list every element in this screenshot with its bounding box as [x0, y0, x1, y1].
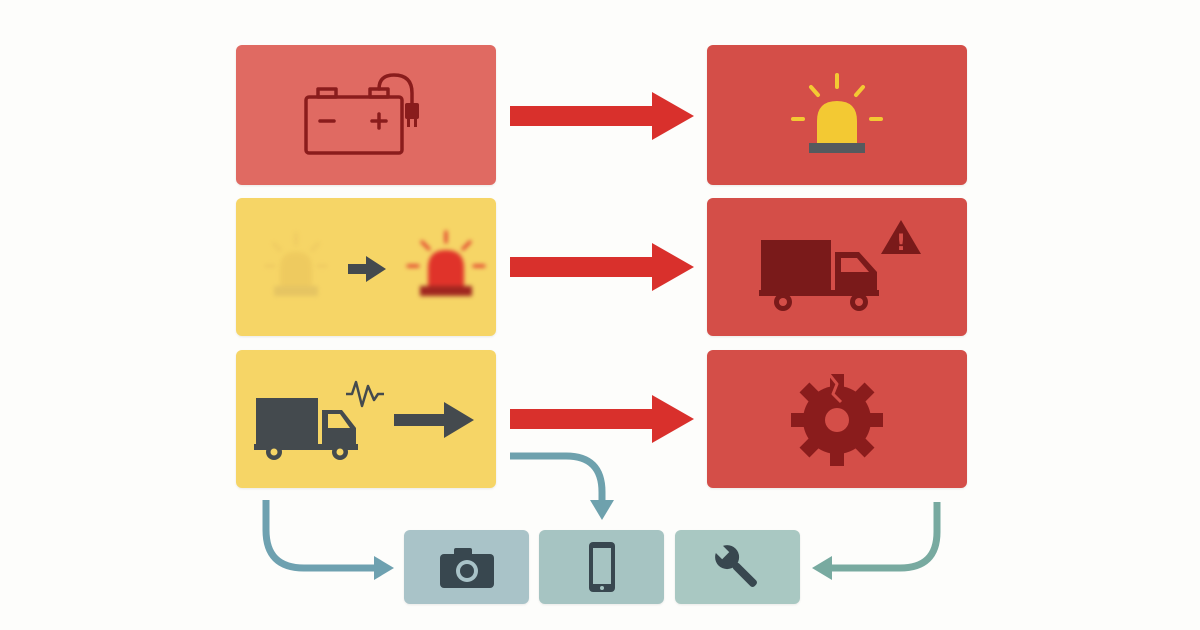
teal-arrow-to-camera: [262, 500, 394, 580]
teal-arrow-to-phone: [510, 452, 614, 520]
broken-gear-icon: [791, 373, 883, 466]
truck-arrow-icon: [394, 402, 474, 438]
dim-beacon-icon: [264, 232, 328, 296]
outcome-box-alarm: [707, 45, 967, 185]
outcome-box-truck-warning: !: [707, 198, 967, 336]
red-beacon-icon: [406, 230, 486, 296]
wrench-icon: [712, 542, 757, 587]
warning-triangle-icon: !: [881, 220, 921, 256]
camera-icon: [440, 548, 494, 588]
alarm-beacon-icon: [791, 73, 883, 153]
teal-arrow-to-wrench: [812, 502, 941, 580]
source-box-truck-vibration: [236, 350, 496, 488]
beacon-escalation-icon: [264, 230, 486, 296]
battery-plug-icon: [304, 73, 419, 155]
source-box-beacon-escalation: [236, 198, 496, 336]
action-box-phone[interactable]: [539, 530, 664, 604]
truck-icon: [254, 398, 358, 460]
red-arrow-row-2: [510, 243, 694, 291]
source-box-battery: [236, 45, 496, 185]
smartphone-icon: [589, 542, 615, 592]
red-arrow-row-3: [510, 395, 694, 443]
warning-exclamation: !: [896, 231, 906, 256]
action-box-camera[interactable]: [404, 530, 529, 604]
vibration-wave-icon: [346, 380, 384, 408]
truck-vibration-icon: [254, 380, 474, 460]
escalation-arrow-icon: [348, 256, 386, 282]
truck-warning-icon: !: [759, 220, 921, 311]
action-box-wrench[interactable]: [675, 530, 800, 604]
red-arrow-row-1: [510, 92, 694, 140]
outcome-box-broken-gear: [707, 350, 967, 488]
